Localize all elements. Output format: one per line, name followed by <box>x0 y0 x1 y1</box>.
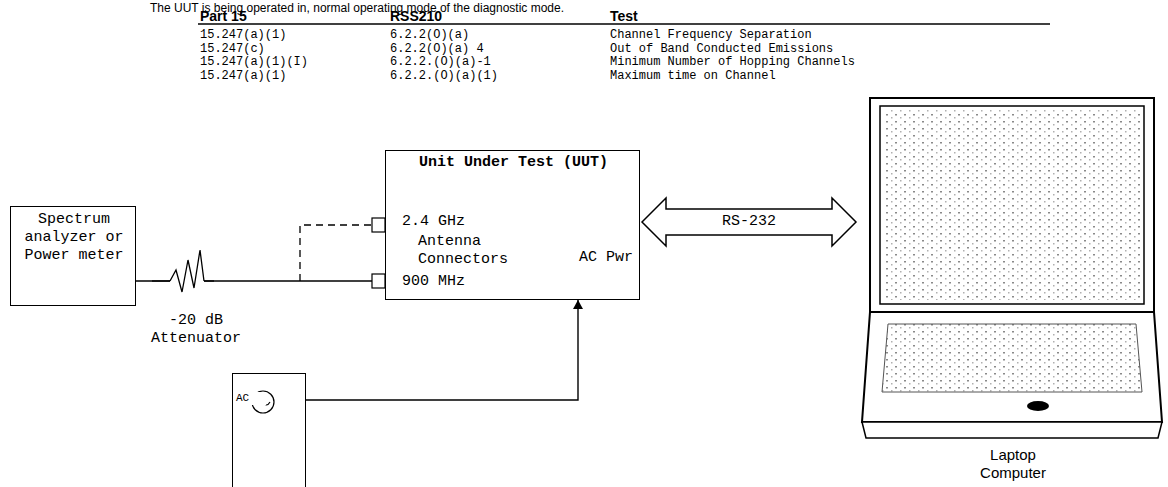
table-cell: 6.2.2.(O)(a)(1) <box>390 69 498 84</box>
node-text: 900 MHz <box>402 273 522 291</box>
table-header: RSS210 <box>390 8 442 25</box>
ac-source-box: AC <box>232 373 306 487</box>
node-title: Spectrum analyzer or Power meter <box>11 211 137 265</box>
resistor-symbol <box>170 250 204 292</box>
dashed-branch <box>300 225 372 281</box>
table-cell: 15.247(a)(1)(I) <box>200 55 308 70</box>
table-cell: Channel Frequency Separation <box>610 28 812 43</box>
table-cell: 15.247(c) <box>200 42 265 57</box>
table-cell: 15.247(a)(1) <box>200 69 286 84</box>
laptop-computer: Laptop Computer <box>858 92 1164 484</box>
node-text: 2.4 GHz <box>402 213 522 231</box>
table-cell: 6.2.2(O)(a) 4 <box>390 42 484 57</box>
table-header: Test <box>610 8 638 25</box>
attenuator-label: -20 dB Attenuator <box>140 312 252 348</box>
table-cell: 6.2.2.(O)(a)-1 <box>390 55 491 70</box>
table-cell: Minimum Number of Hopping Channels <box>610 55 855 70</box>
antenna-connector <box>372 274 385 288</box>
node-title: Unit Under Test (UUT) <box>386 154 641 172</box>
node-text: Antenna Connectors <box>418 233 538 269</box>
arrow-head <box>573 300 583 309</box>
table-cell: Out of Band Conducted Emissions <box>610 42 833 57</box>
table-cell: 15.247(a)(1) <box>200 28 286 43</box>
laptop-drawing <box>858 92 1164 484</box>
node-title: Laptop Computer <box>958 446 1068 482</box>
instrument-box: Spectrum analyzer or Power meter <box>10 206 136 306</box>
attenuator-gap <box>170 240 204 304</box>
table-cell: 6.2.2(O)(a) <box>390 28 469 43</box>
antenna-connector <box>372 218 385 232</box>
node-text: AC Pwr <box>578 249 634 267</box>
connector <box>306 300 583 400</box>
uut-box: Unit Under Test (UUT) 2.4 GHzAntenna Conn… <box>385 150 640 300</box>
edge-label: RS-232 <box>720 213 778 231</box>
connector <box>642 198 856 246</box>
node-title: AC <box>236 392 266 405</box>
attenuator-lead <box>152 280 170 281</box>
attenuator-lead <box>204 280 214 281</box>
table-cell: Maximum time on Channel <box>610 69 776 84</box>
table-header: Part 15 <box>200 8 247 25</box>
